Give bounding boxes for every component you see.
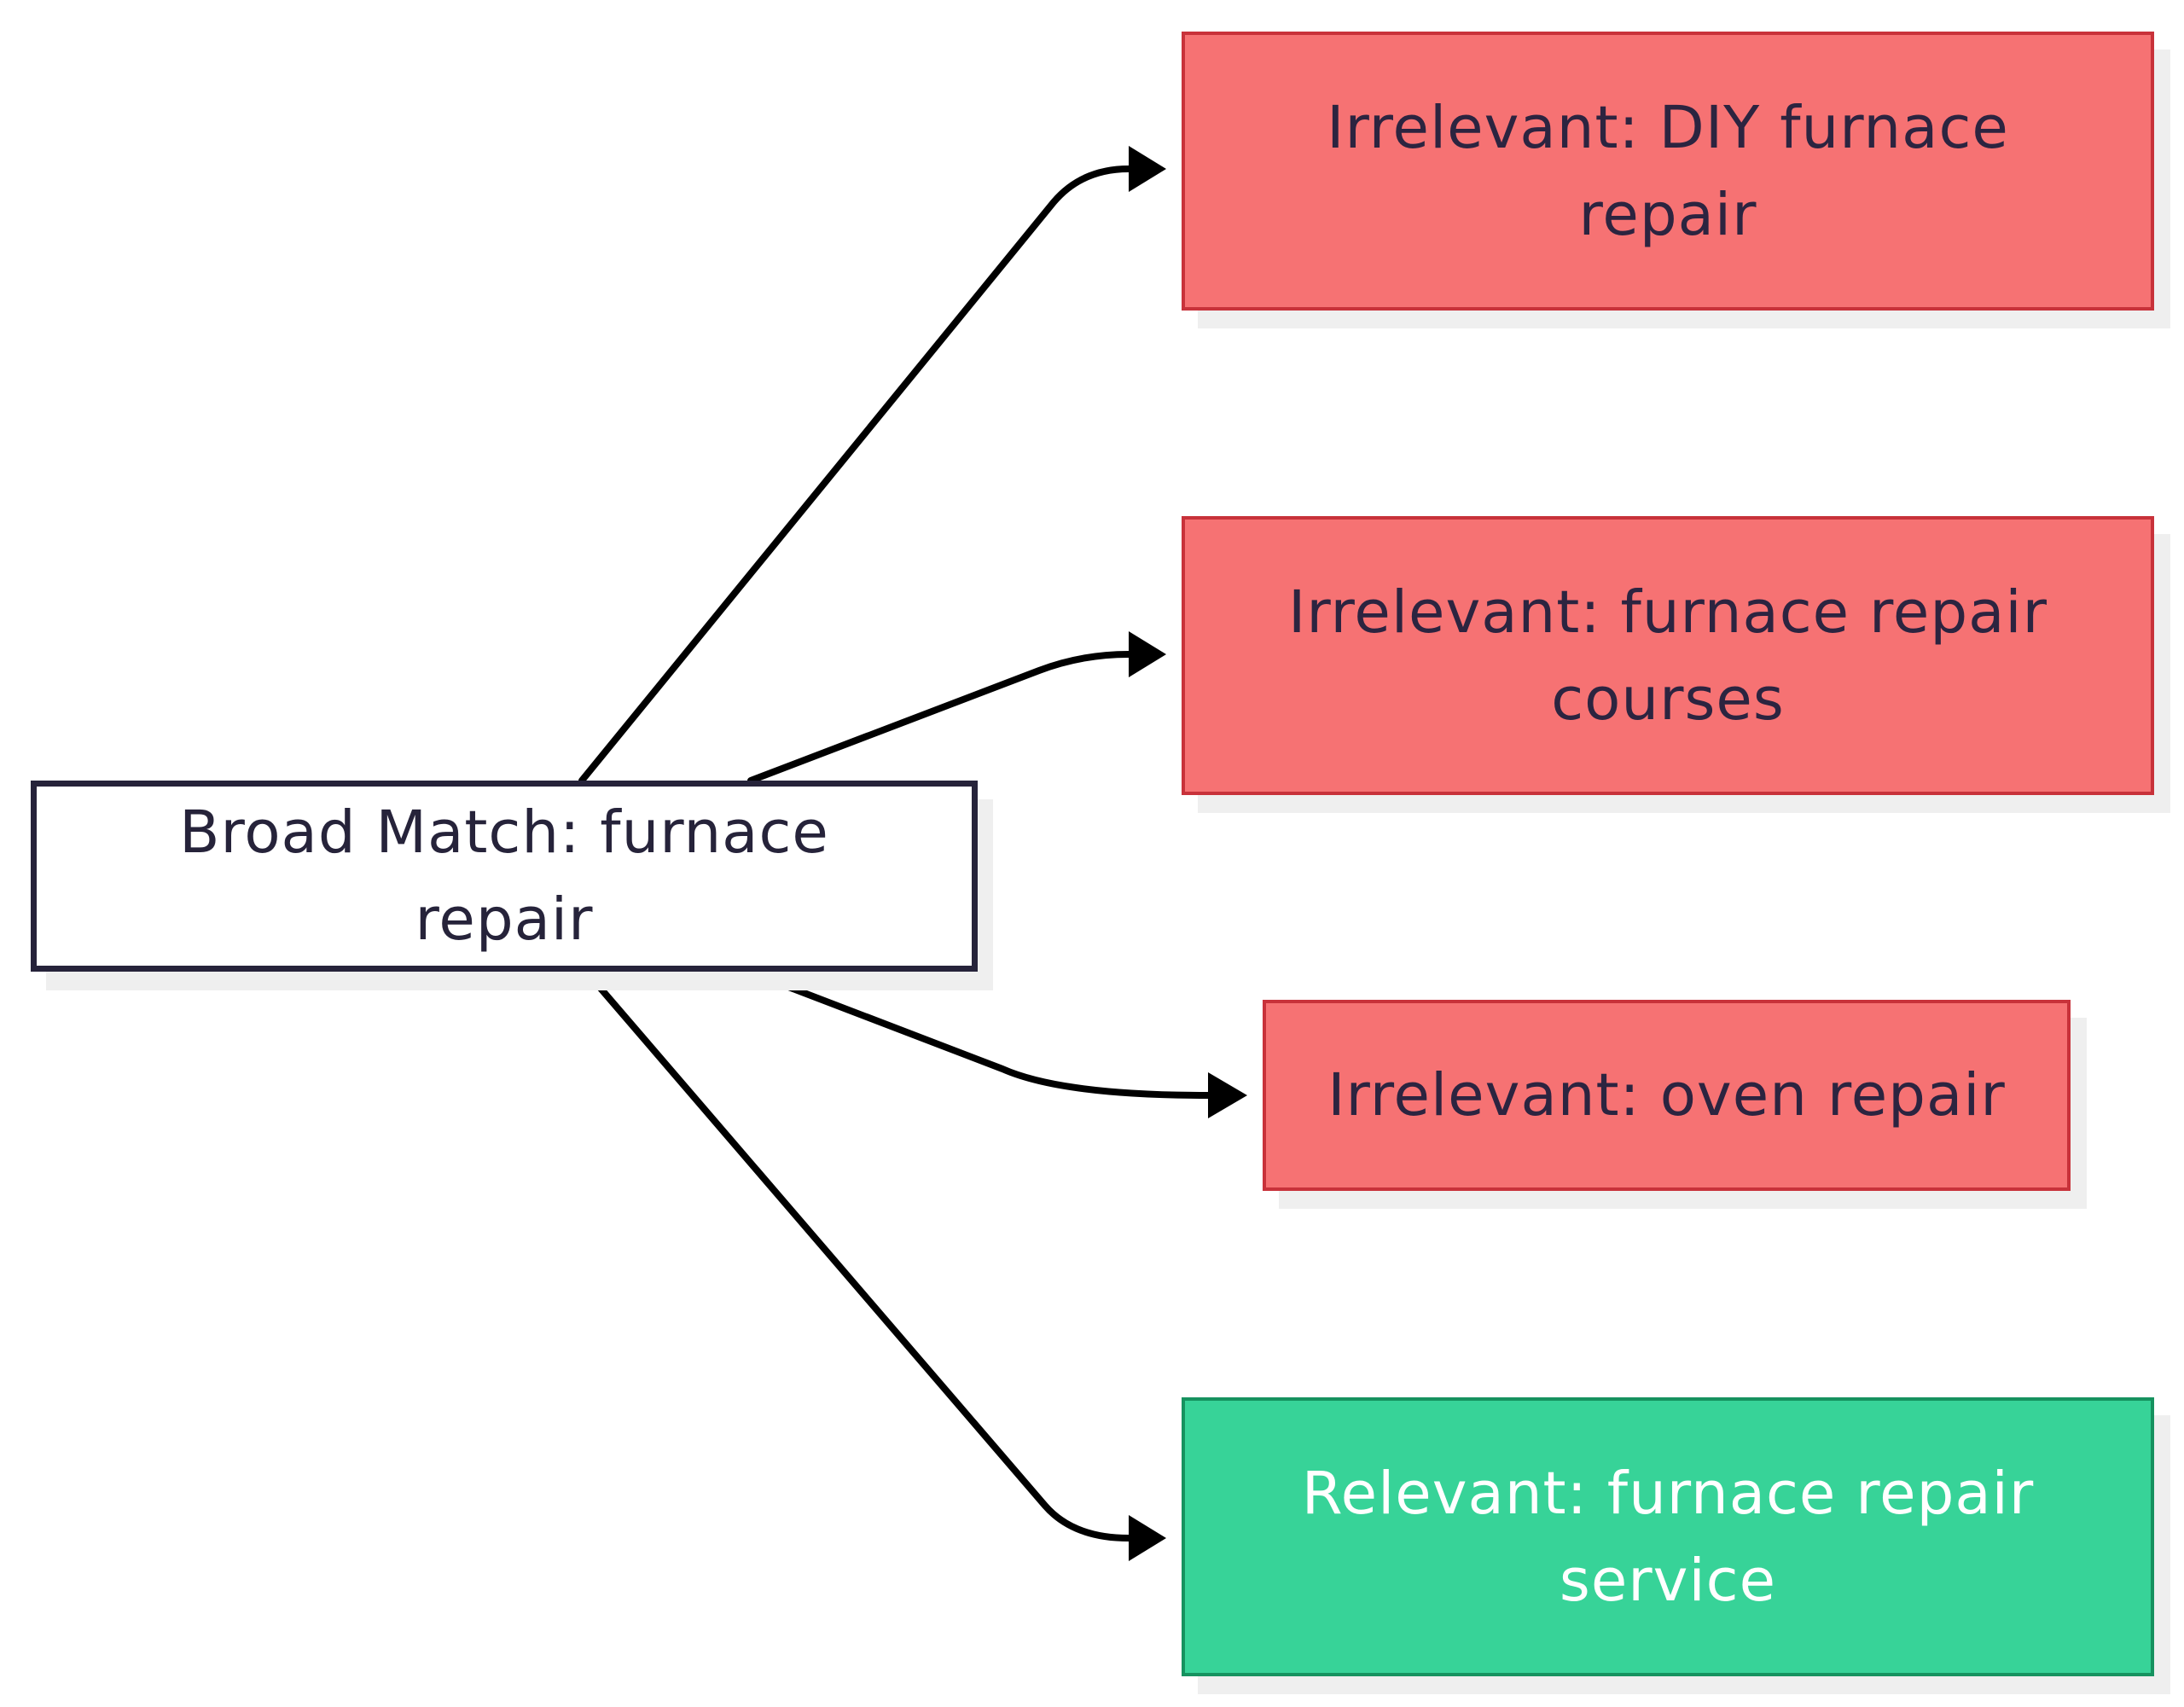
edge-to-diy-furnace-repair — [578, 146, 1166, 784]
target-node-label: Irrelevant: furnace repair courses — [1288, 578, 2048, 734]
edge-to-furnace-repair-service — [584, 969, 1166, 1561]
target-node-diy-furnace-repair: Irrelevant: DIY furnace repair — [1182, 32, 2154, 311]
source-node-label: Broad Match: furnace repair — [179, 798, 829, 954]
target-node-furnace-repair-courses: Irrelevant: furnace repair courses — [1182, 516, 2154, 795]
edge-to-furnace-repair-courses — [747, 631, 1166, 784]
target-node-label: Relevant: furnace repair service — [1301, 1459, 2035, 1615]
source-node: Broad Match: furnace repair — [31, 781, 978, 972]
target-node-label: Irrelevant: DIY furnace repair — [1327, 93, 2009, 249]
target-node-furnace-repair-service: Relevant: furnace repair service — [1182, 1397, 2154, 1676]
edge-to-oven-repair — [747, 969, 1247, 1118]
target-node-label: Irrelevant: oven repair — [1327, 1061, 2006, 1129]
target-node-oven-repair: Irrelevant: oven repair — [1263, 1000, 2071, 1191]
